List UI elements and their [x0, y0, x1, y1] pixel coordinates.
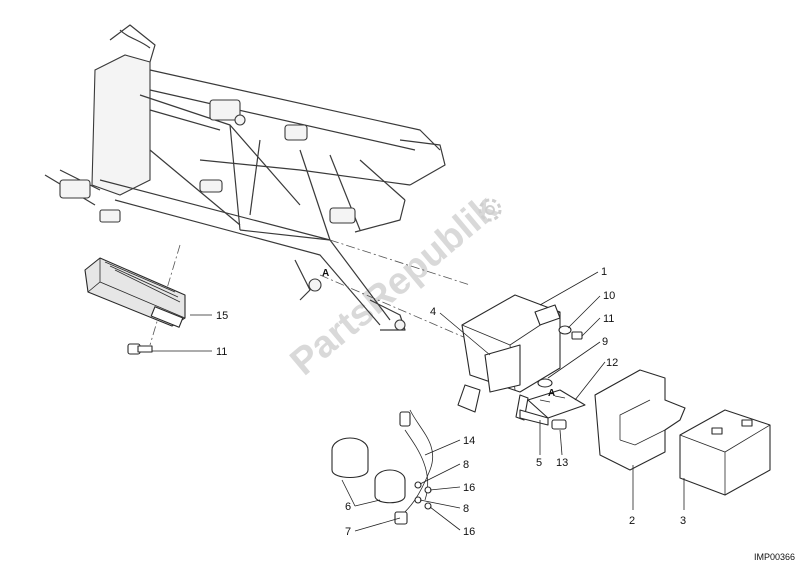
- battery-box: [594, 369, 686, 471]
- bolt-11-left: [127, 343, 153, 355]
- callout-11-left: 11: [216, 346, 227, 358]
- frame: [44, 24, 446, 331]
- voltage-regulator: [84, 257, 186, 328]
- screw-10-11: [558, 325, 583, 340]
- assembly-line-frame: [329, 239, 471, 286]
- callout-labels: 15 11 1 10 11 4 9 12 5 13 2 3 14 8 16 8 …: [216, 266, 686, 538]
- callout-2: 2: [629, 515, 635, 527]
- callout-5: 5: [536, 457, 542, 469]
- callout-11-right: 11: [603, 313, 614, 325]
- marker-a-bracket: A: [548, 388, 555, 399]
- relays: [331, 437, 406, 504]
- callout-16-bottom: 16: [463, 526, 475, 538]
- callout-8-bottom: 8: [463, 503, 469, 515]
- marker-a-frame: A: [322, 268, 329, 279]
- callout-3: 3: [680, 515, 686, 527]
- gear-icon: [478, 198, 502, 222]
- terminals-8-16: [414, 481, 432, 510]
- callout-14: 14: [463, 435, 475, 447]
- screw-13: [551, 419, 567, 430]
- leader-lines: [152, 271, 685, 532]
- nut-9: [537, 378, 553, 388]
- callout-13: 13: [556, 457, 568, 469]
- callout-7: 7: [345, 526, 351, 538]
- callout-8-top: 8: [463, 459, 469, 471]
- callout-9: 9: [602, 336, 608, 348]
- callout-10: 10: [603, 290, 615, 302]
- callout-6: 6: [345, 501, 351, 513]
- callout-16-top: 16: [463, 482, 475, 494]
- rubber-support: [519, 389, 586, 426]
- callout-12: 12: [606, 357, 618, 369]
- diagram-code: IMP00366: [754, 552, 795, 562]
- callout-4: 4: [430, 306, 436, 318]
- callout-15: 15: [216, 310, 228, 322]
- battery: [679, 409, 771, 496]
- callout-1: 1: [601, 266, 607, 278]
